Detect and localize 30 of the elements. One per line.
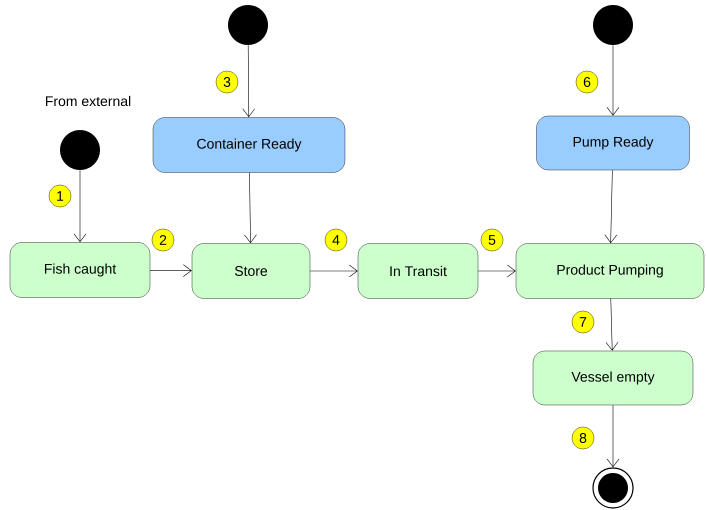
arrow [310, 264, 358, 278]
state-box: Pump Ready [536, 116, 690, 170]
callout-number: 7 [572, 310, 594, 334]
arrow [604, 170, 618, 244]
callout-number: 5 [480, 228, 504, 252]
arrow [478, 264, 516, 278]
callout-number: 8 [572, 426, 594, 450]
state-box: In Transit [358, 243, 478, 299]
state-box: Container Ready [152, 117, 346, 173]
arrow [74, 170, 86, 242]
state-box: Store [192, 243, 310, 299]
arrow [606, 298, 618, 351]
arrow [242, 44, 255, 118]
callout-number: 3 [216, 70, 238, 94]
end-node [592, 467, 634, 509]
node-label: From external [46, 96, 130, 106]
callout-number: 6 [576, 70, 598, 94]
arrow [606, 44, 620, 116]
start-dot [60, 130, 100, 170]
arrow [244, 172, 257, 244]
arrow [150, 264, 192, 277]
callout-number: 2 [152, 228, 174, 252]
callout-number: 4 [324, 228, 348, 252]
state-box: Vessel empty [532, 350, 694, 406]
start-dot [593, 5, 633, 45]
state-box: Fish caught [10, 242, 150, 298]
arrow [606, 404, 620, 468]
callout-number: 1 [48, 184, 72, 208]
state-box: Product Pumping [516, 243, 704, 299]
start-dot [228, 5, 268, 45]
